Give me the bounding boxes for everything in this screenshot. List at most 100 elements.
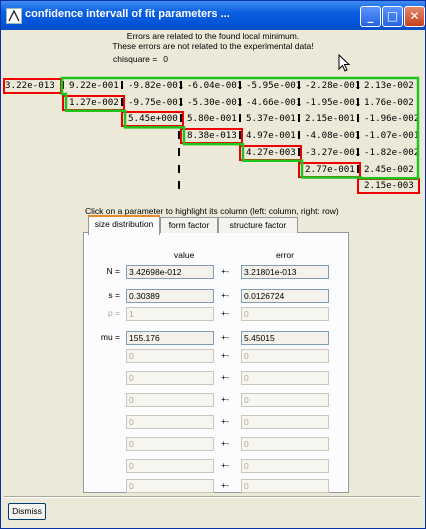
matrix-cell[interactable]: -5.30e-001: [187, 96, 243, 108]
app-icon: [6, 8, 22, 24]
param-error-field[interactable]: 0: [241, 459, 329, 473]
hint-text: Click on a parameter to highlight its co…: [85, 206, 339, 216]
value-column-header: value: [174, 250, 195, 260]
matrix-diagonal-cell[interactable]: 4.27e-003: [246, 146, 296, 158]
column-separator: [357, 147, 359, 156]
plus-minus-sign: +-: [221, 332, 229, 342]
column-separator: [298, 147, 300, 156]
close-button[interactable]: ✕: [404, 6, 425, 27]
matrix-diagonal-cell[interactable]: 1.27e-002: [69, 96, 119, 108]
matrix-cell[interactable]: 2.45e-002: [364, 163, 414, 175]
column-separator: [239, 114, 241, 123]
matrix-cell[interactable]: -1.95e-001: [305, 96, 361, 108]
plus-minus-sign: +-: [221, 350, 229, 360]
param-value-field[interactable]: 0: [126, 479, 214, 493]
tab-form-factor[interactable]: form factor: [160, 217, 218, 233]
column-separator: [178, 181, 180, 190]
plus-minus-sign: +-: [221, 460, 229, 470]
matrix-cell[interactable]: -1.07e-001: [364, 130, 420, 142]
param-value-field[interactable]: 0: [126, 437, 214, 451]
matrix-cell[interactable]: -9.75e-001: [128, 96, 184, 108]
matrix-diagonal-cell[interactable]: 8.38e-013: [187, 130, 237, 142]
plus-minus-sign: +-: [221, 480, 229, 490]
chisquare-label: chisquare =: [113, 54, 158, 64]
param-value-field[interactable]: 3.42698e-012: [126, 265, 214, 279]
column-separator: [180, 97, 182, 106]
param-error-field[interactable]: 0: [241, 479, 329, 493]
matrix-cell[interactable]: -4.66e-001: [246, 96, 302, 108]
param-label: N =: [106, 266, 120, 276]
column-separator: [357, 81, 359, 89]
matrix-cell[interactable]: 9.22e-001: [69, 80, 119, 91]
maximize-button[interactable]: □: [382, 6, 403, 27]
plus-minus-sign: +-: [221, 290, 229, 300]
matrix-cell[interactable]: 1.76e-002: [364, 96, 414, 108]
param-error-field[interactable]: 0: [241, 349, 329, 363]
matrix-cell[interactable]: -5.95e-001: [246, 80, 302, 91]
plus-minus-sign: +-: [221, 266, 229, 276]
column-separator: [121, 97, 123, 106]
matrix-cell[interactable]: -3.27e-001: [305, 146, 361, 158]
column-separator: [121, 81, 123, 89]
column-separator: [178, 131, 180, 140]
chisquare-value: 0: [163, 54, 168, 64]
error-column-header: error: [276, 250, 294, 260]
column-separator: [178, 164, 180, 173]
param-error-field[interactable]: 5.45015: [241, 331, 329, 345]
column-separator: [298, 131, 300, 140]
matrix-cell[interactable]: 5.37e-001: [246, 113, 296, 125]
matrix-diagonal-cell[interactable]: 2.77e-001: [305, 163, 355, 175]
param-value-field[interactable]: 0: [126, 371, 214, 385]
param-error-field[interactable]: 0: [241, 437, 329, 451]
matrix-cell[interactable]: 4.97e-001: [246, 130, 296, 142]
mouse-cursor-icon: [338, 54, 351, 72]
param-label: s =: [108, 290, 120, 300]
minimize-button[interactable]: _: [360, 6, 381, 27]
column-separator: [357, 114, 359, 123]
column-separator: [178, 147, 180, 156]
offdiagonal-highlight-outline: [60, 76, 420, 180]
matrix-cell[interactable]: -1.82e-002: [364, 146, 420, 158]
matrix-cell[interactable]: -1.96e-002: [364, 113, 420, 125]
param-error-field[interactable]: 0: [241, 393, 329, 407]
param-value-field[interactable]: 0: [126, 349, 214, 363]
matrix-cell[interactable]: 2.13e-002: [364, 80, 414, 91]
dismiss-button[interactable]: Dismiss: [8, 503, 46, 520]
column-separator: [298, 81, 300, 89]
param-error-field[interactable]: 0: [241, 307, 329, 321]
param-value-field[interactable]: 0: [126, 393, 214, 407]
plus-minus-sign: +-: [221, 394, 229, 404]
matrix-cell[interactable]: 5.80e-001: [187, 113, 237, 125]
plus-minus-sign: +-: [221, 308, 229, 318]
title-bar[interactable]: confidence intervall of fit parameters .…: [1, 1, 425, 30]
column-separator: [298, 114, 300, 123]
matrix-diagonal-cell[interactable]: 2.15e-003: [364, 180, 414, 192]
matrix-cell[interactable]: -6.04e-001: [187, 80, 243, 91]
param-value-field[interactable]: 155.176: [126, 331, 214, 345]
matrix-cell[interactable]: -4.08e-001: [305, 130, 361, 142]
window-title: confidence intervall of fit parameters .…: [25, 8, 230, 20]
column-separator: [357, 164, 359, 173]
column-separator: [180, 81, 182, 89]
footer-divider: [4, 496, 420, 498]
param-error-field[interactable]: 0: [241, 415, 329, 429]
param-error-field[interactable]: 3.21801e-013: [241, 265, 329, 279]
matrix-cell[interactable]: -2.28e-001: [305, 80, 361, 91]
matrix-cell[interactable]: 2.15e-001: [305, 113, 355, 125]
tab-size-distribution[interactable]: size distribution: [88, 215, 160, 235]
note-line-2: These errors are not related to the expe…: [112, 41, 314, 51]
matrix-cell[interactable]: -9.82e-001: [128, 80, 184, 91]
matrix-diagonal-cell[interactable]: 3.22e-013: [5, 80, 55, 91]
chisquare-readout: chisquare = 0: [113, 54, 168, 64]
column-separator: [239, 131, 241, 140]
param-label: mu =: [100, 332, 120, 342]
param-value-field[interactable]: 1: [126, 307, 214, 321]
matrix-diagonal-cell[interactable]: 5.45e+000: [128, 113, 178, 125]
param-value-field[interactable]: 0.30389: [126, 289, 214, 303]
param-error-field[interactable]: 0: [241, 371, 329, 385]
tab-structure-factor[interactable]: structure factor: [218, 217, 298, 233]
param-value-field[interactable]: 0: [126, 459, 214, 473]
plus-minus-sign: +-: [221, 416, 229, 426]
param-error-field[interactable]: 0.0126724: [241, 289, 329, 303]
param-value-field[interactable]: 0: [126, 415, 214, 429]
